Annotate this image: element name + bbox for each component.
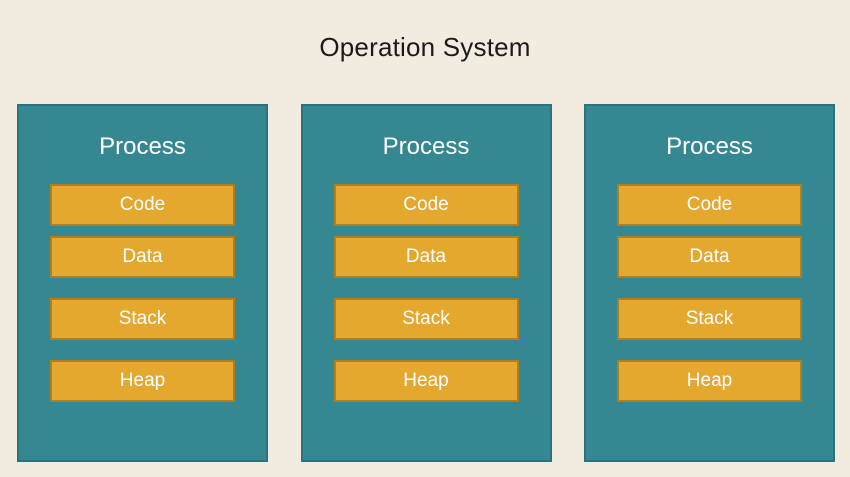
memory-segment-code[interactable]: Code — [617, 184, 802, 226]
memory-segment-stack[interactable]: Stack — [617, 298, 802, 340]
process-heading: Process — [99, 133, 186, 160]
memory-segment-data[interactable]: Data — [50, 236, 235, 278]
memory-segment-data[interactable]: Data — [617, 236, 802, 278]
process-heading: Process — [382, 133, 470, 160]
memory-segment-code[interactable]: Code — [333, 184, 519, 226]
memory-segment-stack[interactable]: Stack — [333, 298, 519, 340]
process-box-1[interactable]: Process Code Data Stack Heap — [17, 104, 268, 462]
memory-segment-list: Code Data Stack Heap — [586, 184, 833, 402]
process-heading: Process — [666, 133, 753, 160]
memory-segment-heap[interactable]: Heap — [50, 360, 235, 402]
process-box-3[interactable]: Process Code Data Stack Heap — [584, 104, 835, 462]
memory-segment-heap[interactable]: Heap — [333, 360, 519, 402]
memory-segment-data[interactable]: Data — [333, 236, 519, 278]
memory-segment-list: Code Data Stack Heap — [19, 184, 266, 402]
memory-segment-heap[interactable]: Heap — [617, 360, 802, 402]
memory-segment-stack[interactable]: Stack — [50, 298, 235, 340]
page-title: Operation System — [319, 32, 531, 62]
memory-segment-list: Code Data Stack Heap — [303, 184, 550, 402]
process-list: Process Code Data Stack Heap Process Cod… — [17, 104, 835, 462]
process-box-2[interactable]: Process Code Data Stack Heap — [300, 104, 552, 462]
memory-segment-code[interactable]: Code — [50, 184, 235, 226]
